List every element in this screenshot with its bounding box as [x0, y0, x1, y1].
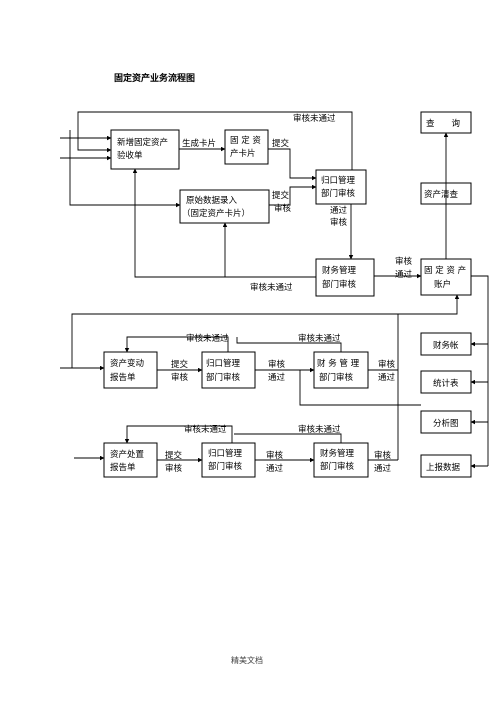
label-review-pass-3a: 审核 — [266, 450, 284, 461]
label-submit-3: 提交 — [165, 450, 183, 461]
connectors-top — [60, 111, 489, 469]
label-reject-2a: 审核未通过 — [186, 333, 229, 344]
svg-text:财 务 管 理: 财 务 管 理 — [317, 358, 360, 369]
svg-text:部门审核: 部门审核 — [322, 279, 357, 290]
svg-text:财务管理: 财务管理 — [322, 265, 357, 276]
label-reject-2b: 审核未通过 — [298, 333, 341, 344]
label-submit-2: 提交 — [171, 359, 189, 370]
label-review-3: 审核 — [165, 463, 183, 474]
box-finance-ledger: 财务帐 — [420, 332, 472, 356]
svg-text:报告单: 报告单 — [110, 372, 136, 383]
label-review: 审核 — [330, 217, 348, 228]
box-analysis-chart: 分析图 — [420, 410, 472, 434]
label-review-2: 审核 — [171, 372, 189, 383]
label-review-pass-1a: 审核 — [395, 256, 413, 267]
svg-text:资产处置: 资产处置 — [110, 449, 145, 460]
edge-labels: 审核未通过 生成卡片 提交 提交 审核 通过 审核 审核 通过 审核未通过 审核… — [165, 113, 413, 474]
box-dept-review-1: 归口管理 部门审核 — [315, 169, 367, 205]
label-review-pass-3b: 审核 — [374, 450, 392, 461]
box-raw-data-entry: 原始数据录入 （固定资产卡片） — [179, 189, 270, 224]
box-report-data: 上报数据 — [420, 454, 472, 478]
label-review-pass-3a-b: 通过 — [266, 463, 284, 474]
label-pass: 通过 — [330, 205, 348, 216]
label-review-pass-2a: 审核 — [268, 359, 286, 370]
page-footer: 精美文档 — [231, 655, 263, 665]
label-submit-2: 提交 — [272, 190, 290, 201]
label-review-pass-2b-b: 通过 — [378, 372, 396, 383]
connectors-middle — [60, 294, 460, 406]
box-finance-review-3: 财务管理 部门审核 — [313, 442, 369, 478]
svg-text:部门审核: 部门审核 — [321, 188, 356, 199]
box-disposal-report: 资产处置 报告单 — [103, 442, 158, 478]
label-review-pass-3b-b: 通过 — [374, 463, 392, 474]
label-review-pass-2b: 审核 — [378, 359, 396, 370]
svg-text:原始数据录入: 原始数据录入 — [186, 195, 238, 206]
svg-text:资产变动: 资产变动 — [110, 358, 145, 369]
svg-text:产卡片: 产卡片 — [230, 148, 256, 159]
label-review-small-1: 审核 — [274, 203, 292, 214]
box-dept-review-2: 归口管理 部门审核 — [201, 351, 256, 389]
svg-text:分析图: 分析图 — [433, 418, 459, 429]
label-review-pass-2a-b: 通过 — [268, 372, 286, 383]
label-review-pass-1b: 通过 — [395, 269, 413, 280]
svg-text:验收单: 验收单 — [117, 150, 143, 161]
box-query: 查 询 — [420, 111, 472, 134]
svg-text:归口管理: 归口管理 — [206, 358, 241, 369]
svg-text:资产清查: 资产清查 — [424, 189, 459, 200]
box-new-asset-receipt: 新增固定资产 验收单 — [110, 129, 180, 170]
box-statistics-table: 统计表 — [420, 370, 472, 394]
label-generate-card: 生成卡片 — [182, 138, 216, 149]
svg-text:归口管理: 归口管理 — [208, 448, 243, 459]
svg-text:固 定 资 产: 固 定 资 产 — [424, 265, 466, 276]
svg-text:报告单: 报告单 — [110, 462, 136, 473]
svg-text:固 定 资: 固 定 资 — [230, 135, 261, 146]
svg-text:统计表: 统计表 — [433, 378, 459, 389]
box-dept-review-3: 归口管理 部门审核 — [201, 442, 256, 478]
label-submit-1: 提交 — [272, 138, 290, 149]
svg-text:上报数据: 上报数据 — [426, 462, 461, 473]
label-reject-3a: 审核未通过 — [184, 424, 227, 435]
svg-text:查 询: 查 询 — [426, 118, 460, 129]
svg-text:财务管理: 财务管理 — [320, 448, 355, 459]
svg-text:部门审核: 部门审核 — [208, 461, 243, 472]
box-asset-card: 固 定 资 产卡片 — [224, 129, 269, 165]
svg-text:（固定资产卡片）: （固定资产卡片） — [182, 208, 250, 219]
label-reject-3b: 审核未通过 — [298, 424, 341, 435]
svg-text:账户: 账户 — [434, 279, 451, 290]
box-finance-review-1: 财务管理 部门审核 — [315, 258, 375, 297]
label-reject-top: 审核未通过 — [293, 113, 336, 124]
svg-text:部门审核: 部门审核 — [206, 372, 241, 383]
svg-text:财务帐: 财务帐 — [433, 340, 459, 351]
box-finance-review-2: 财 务 管 理 部门审核 — [313, 351, 369, 389]
box-change-report: 资产变动 报告单 — [103, 351, 158, 389]
svg-text:新增固定资产: 新增固定资产 — [117, 137, 168, 148]
page-title: 固定资产业务流程图 — [114, 72, 195, 84]
svg-text:归口管理: 归口管理 — [321, 175, 356, 186]
connectors-bottom — [74, 314, 399, 463]
box-fixed-asset-account: 固 定 资 产 账户 — [420, 258, 472, 296]
svg-text:部门审核: 部门审核 — [319, 372, 354, 383]
label-reject-mid: 审核未通过 — [250, 282, 293, 293]
svg-text:部门审核: 部门审核 — [320, 461, 355, 472]
